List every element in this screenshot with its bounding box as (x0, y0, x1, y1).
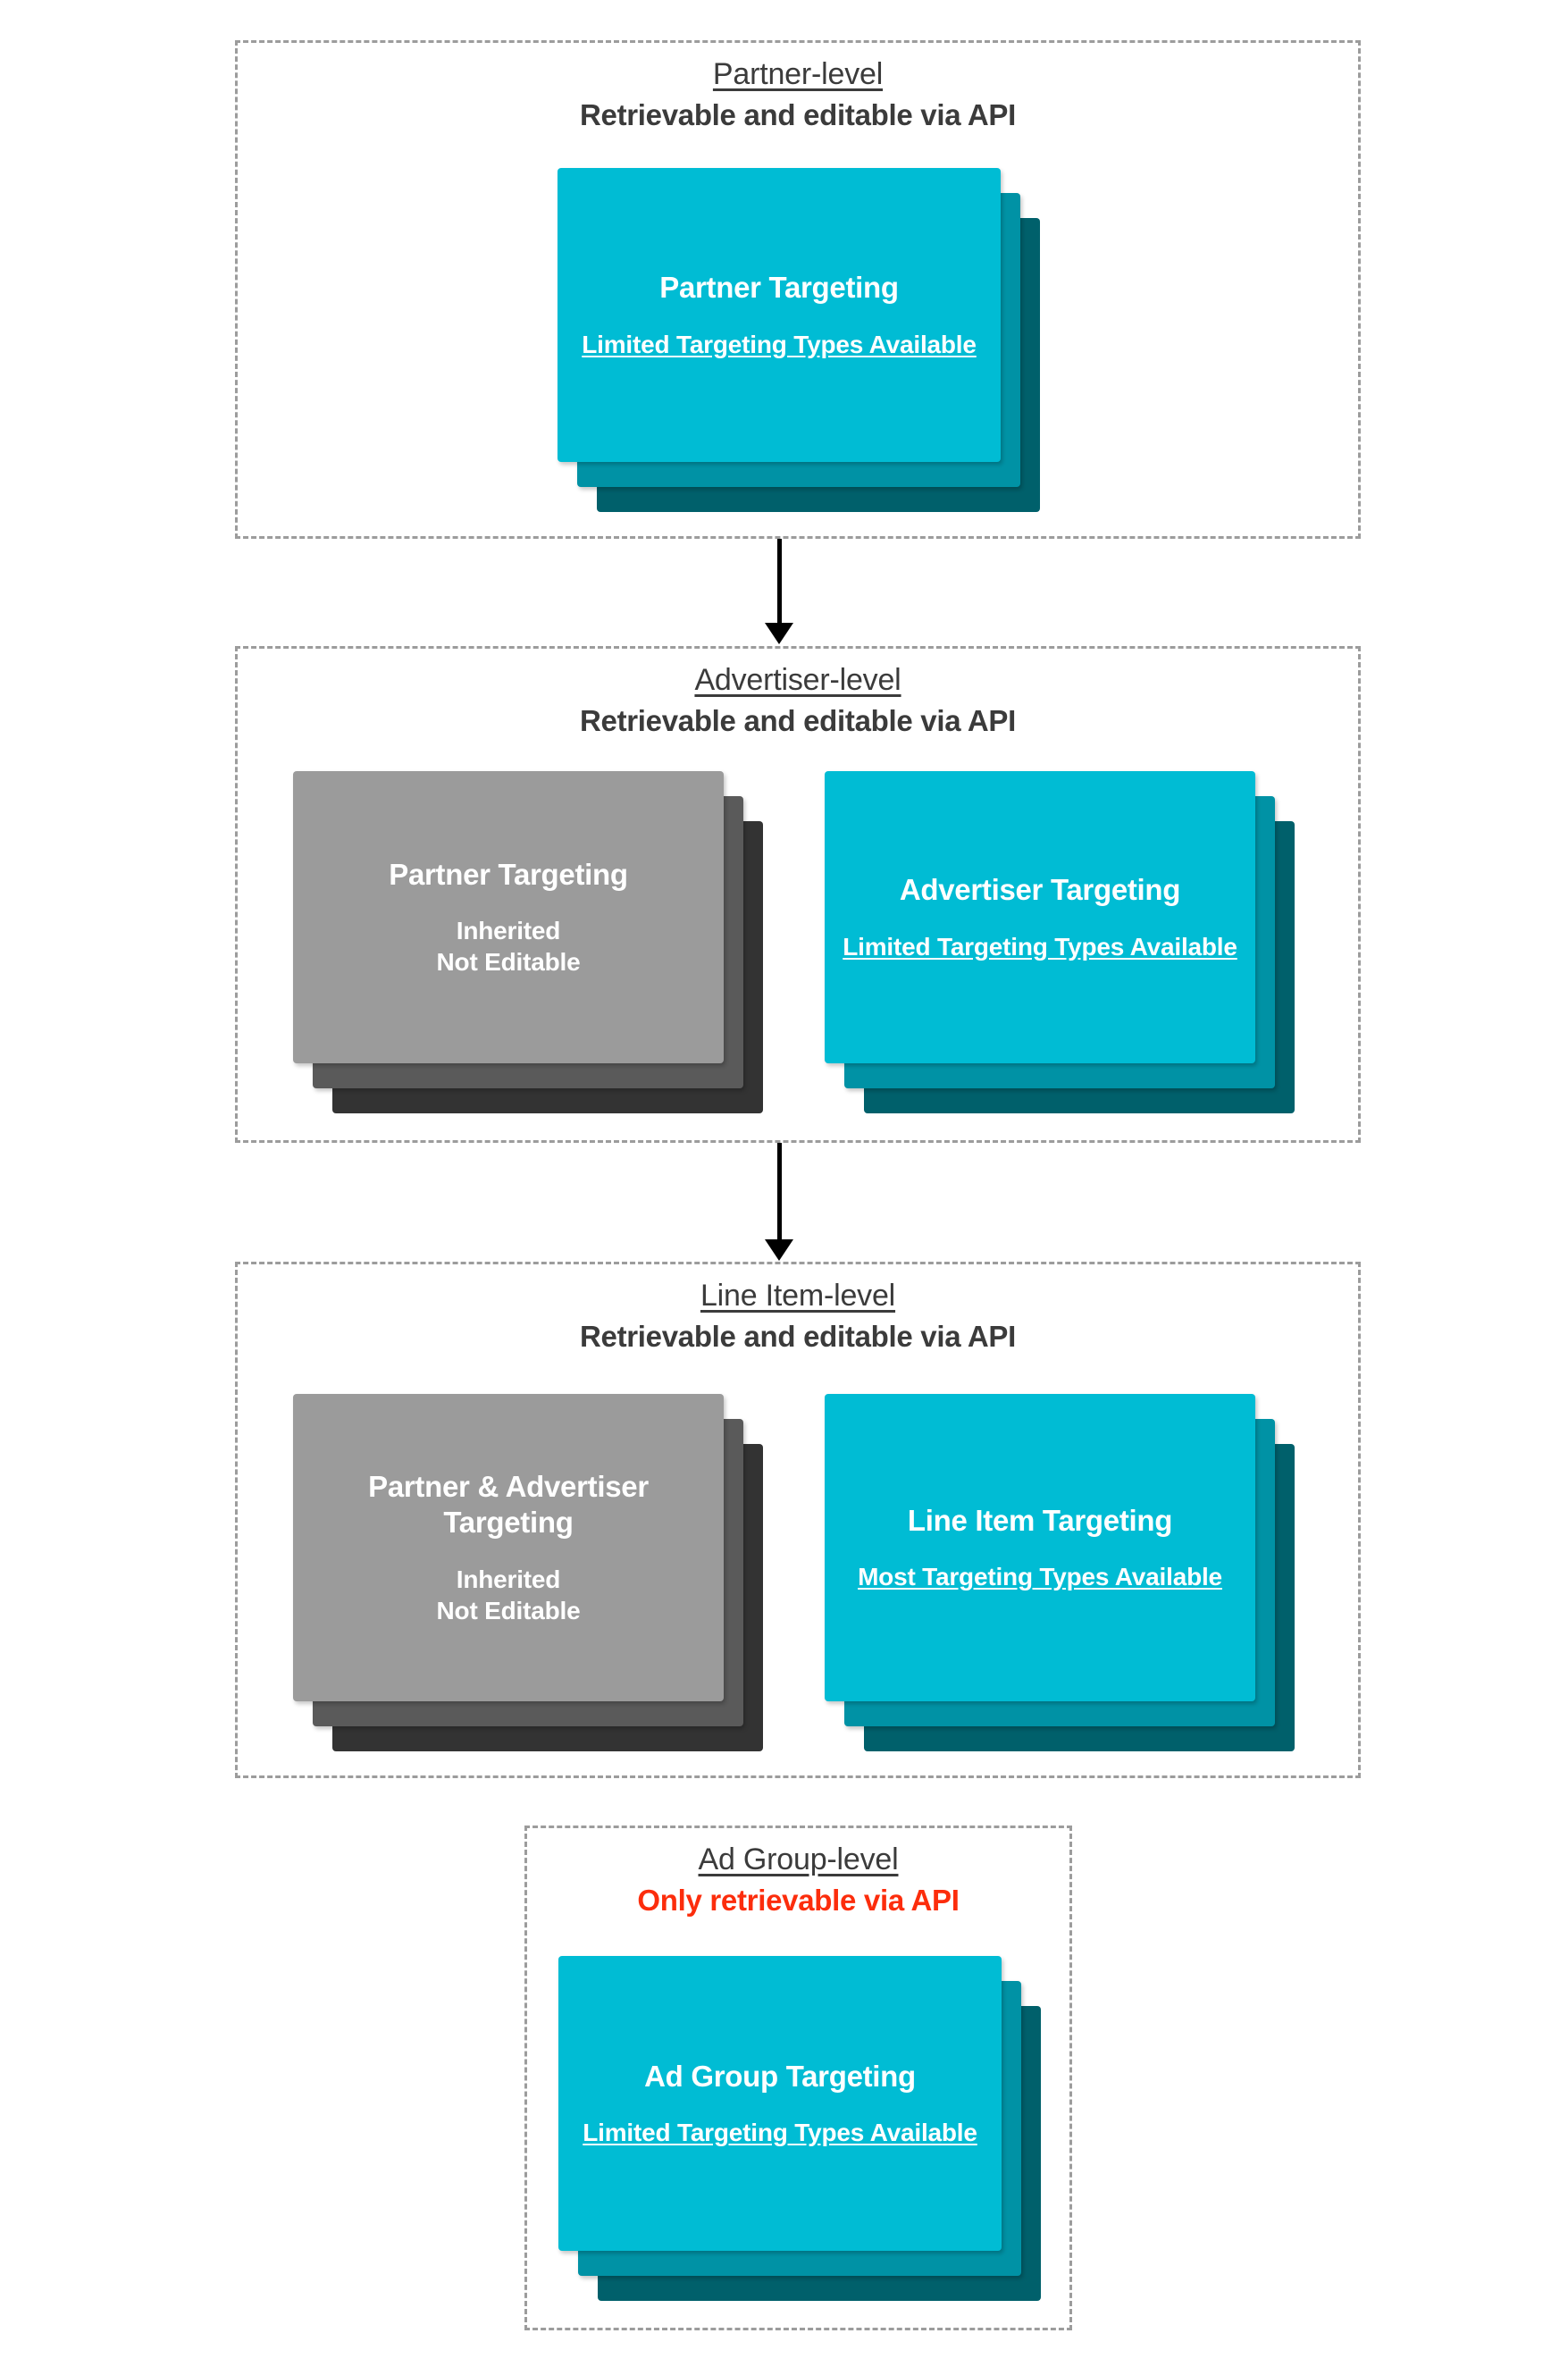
card-title: Partner & Advertiser Targeting (368, 1470, 649, 1539)
level-box-partner: Partner-level Retrievable and editable v… (235, 40, 1361, 539)
arrow-head-icon (765, 623, 793, 644)
level-box-line-item: Line Item-level Retrievable and editable… (235, 1262, 1361, 1778)
level-subtitle-ad-group: Only retrievable via API (637, 1884, 960, 1918)
arrow-advertiser-to-line-item (764, 1143, 794, 1261)
level-subtitle-advertiser: Retrievable and editable via API (579, 704, 1017, 738)
card-title: Ad Group Targeting (644, 2059, 916, 2093)
card-partner-advertiser-targeting-inherited[interactable]: Partner & Advertiser Targeting Inherited… (293, 1394, 724, 1701)
card-note: Limited Targeting Types Available (843, 932, 1237, 961)
card-stack-partner-advertiser-inherited: Partner & Advertiser Targeting Inherited… (293, 1394, 767, 1751)
card-partner-targeting[interactable]: Partner Targeting Limited Targeting Type… (558, 168, 1001, 462)
card-note: Limited Targeting Types Available (583, 2119, 977, 2147)
arrow-shaft (776, 1143, 782, 1241)
card-partner-targeting-inherited[interactable]: Partner Targeting Inherited Not Editable (293, 771, 724, 1063)
level-box-ad-group: Ad Group-level Only retrievable via API … (524, 1826, 1072, 2330)
card-stack-ad-group-targeting: Ad Group Targeting Limited Targeting Typ… (558, 1956, 1041, 2304)
card-note: Inherited Not Editable (436, 917, 581, 977)
level-box-advertiser: Advertiser-level Retrievable and editabl… (235, 646, 1361, 1143)
card-advertiser-targeting[interactable]: Advertiser Targeting Limited Targeting T… (825, 771, 1255, 1063)
level-title-line-item: Line Item-level (700, 1279, 896, 1313)
card-title: Advertiser Targeting (899, 873, 1181, 907)
level-title-ad-group: Ad Group-level (698, 1842, 899, 1876)
card-title: Line Item Targeting (907, 1503, 1173, 1537)
card-stack-advertiser-targeting: Advertiser Targeting Limited Targeting T… (825, 771, 1298, 1113)
level-header-line-item: Line Item-level Retrievable and editable… (238, 1278, 1358, 1355)
arrow-shaft (776, 539, 782, 625)
card-line-item-targeting[interactable]: Line Item Targeting Most Targeting Types… (825, 1394, 1255, 1701)
card-stack-line-item-targeting: Line Item Targeting Most Targeting Types… (825, 1394, 1298, 1751)
arrow-head-icon (765, 1239, 793, 1261)
card-ad-group-targeting[interactable]: Ad Group Targeting Limited Targeting Typ… (558, 1956, 1002, 2251)
level-header-advertiser: Advertiser-level Retrievable and editabl… (238, 662, 1358, 739)
level-title-advertiser: Advertiser-level (694, 663, 901, 697)
card-title: Partner Targeting (659, 271, 899, 305)
arrow-partner-to-advertiser (764, 539, 794, 644)
level-title-partner: Partner-level (712, 57, 884, 91)
level-subtitle-partner: Retrievable and editable via API (579, 98, 1017, 132)
card-stack-partner-targeting: Partner Targeting Limited Targeting Type… (558, 168, 1040, 512)
level-subtitle-line-item: Retrievable and editable via API (579, 1320, 1017, 1354)
card-title: Partner Targeting (389, 857, 628, 891)
card-note: Limited Targeting Types Available (582, 330, 977, 358)
level-header-partner: Partner-level Retrievable and editable v… (238, 56, 1358, 133)
card-note: Most Targeting Types Available (858, 1563, 1222, 1591)
level-header-ad-group: Ad Group-level Only retrievable via API (527, 1842, 1069, 1918)
card-note: Inherited Not Editable (436, 1565, 581, 1624)
card-stack-partner-targeting-inherited: Partner Targeting Inherited Not Editable (293, 771, 767, 1113)
